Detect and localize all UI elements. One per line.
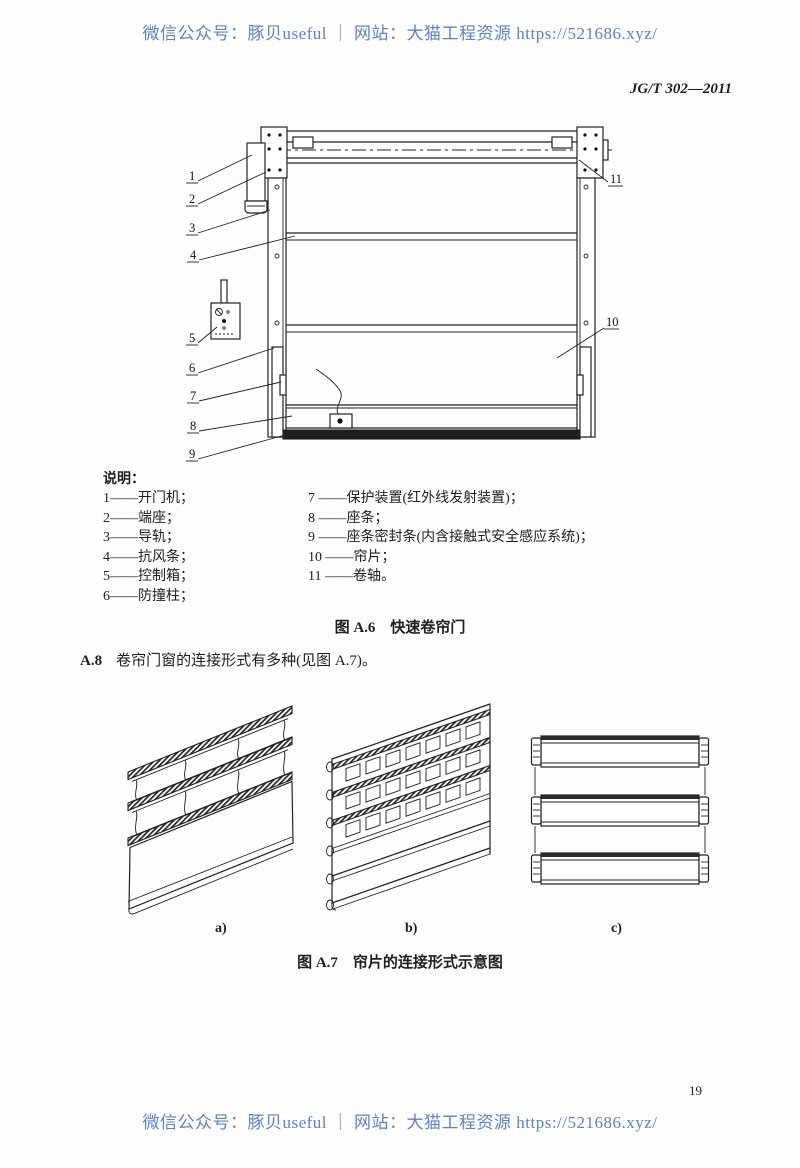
callout-5: 5 [189, 331, 195, 345]
paragraph-a8: A.8 卷帘门窗的连接形式有多种(见图 A.7)。 [80, 649, 377, 670]
callout-4: 4 [190, 248, 197, 262]
door-header [252, 130, 612, 164]
figure-a6-drawing: 1 2 3 4 5 6 7 8 9 10 11 [186, 126, 623, 462]
callout-10: 10 [606, 315, 619, 329]
callout-6: 6 [189, 361, 195, 375]
legend-item: 9 ——座条密封条(内含接触式安全感应系统)； [308, 530, 594, 545]
figure-a6-callouts: 1 2 3 4 5 6 7 8 9 10 11 [186, 154, 623, 462]
control-box [210, 279, 241, 340]
legend-item: 6——防撞柱； [103, 588, 194, 604]
watermark-top: 微信公众号：豚贝useful ｜ 网站：大猫工程资源 https://52168… [142, 24, 658, 43]
callout-11: 11 [610, 172, 622, 186]
legend-column-1: 1——开门机； 2——端座； 3——导轨； 4——抗风条； 5——控制箱； 6—… [103, 489, 194, 606]
door-opener-motor [244, 142, 268, 214]
callout-2: 2 [189, 192, 195, 206]
figure-a7-drawing [127, 703, 710, 915]
legend-title: 说明： [103, 472, 145, 487]
callout-1: 1 [189, 169, 195, 183]
figure-a7-label-a: a) [215, 921, 227, 936]
legend-item: 5——控制箱； [103, 569, 194, 584]
legend-item: 8 ——座条； [308, 510, 389, 526]
slat-form-a [127, 705, 294, 915]
paragraph-a8-text: 卷帘门窗的连接形式有多种(见图 A.7)。 [116, 653, 377, 669]
callout-9: 9 [189, 447, 195, 461]
callout-3: 3 [189, 221, 195, 235]
end-bracket-right [576, 126, 604, 179]
bottom-bar [285, 368, 578, 429]
callout-7: 7 [190, 389, 196, 403]
standard-number: JG/T 302—2011 [629, 81, 732, 97]
legend-item: 10 ——帘片； [308, 549, 396, 565]
protection-device-right [576, 374, 584, 396]
curtain-and-wind-bars [285, 232, 578, 333]
watermark-bottom: 微信公众号：豚贝useful ｜ 网站：大猫工程资源 https://52168… [142, 1113, 658, 1132]
figure-a7-label-b: b) [405, 921, 418, 936]
callout-8: 8 [190, 419, 196, 433]
protection-device-left [279, 374, 287, 396]
legend-item: 7 ——保护装置(红外线发射装置)； [308, 491, 524, 506]
slat-form-c [530, 735, 710, 885]
legend-item: 2——端座； [103, 510, 180, 526]
legend-item: 1——开门机； [103, 491, 194, 506]
legend-item: 11 ——卷轴。 [308, 569, 395, 584]
legend-item: 3——导轨； [103, 530, 180, 545]
paragraph-a8-label: A.8 [80, 653, 103, 669]
slat-form-b [326, 703, 491, 911]
figure-a7-caption: 图 A.7 帘片的连接形式示意图 [297, 955, 503, 971]
legend-column-2: 7 ——保护装置(红外线发射装置)； 8 ——座条； 9 ——座条密封条(内含接… [308, 489, 594, 587]
page-number: 19 [689, 1083, 702, 1098]
figure-a6-caption: 图 A.6 快速卷帘门 [334, 620, 466, 636]
figure-a7-label-c: c) [611, 921, 622, 936]
legend-item: 4——抗风条； [103, 549, 194, 565]
seal-strip [282, 429, 581, 440]
